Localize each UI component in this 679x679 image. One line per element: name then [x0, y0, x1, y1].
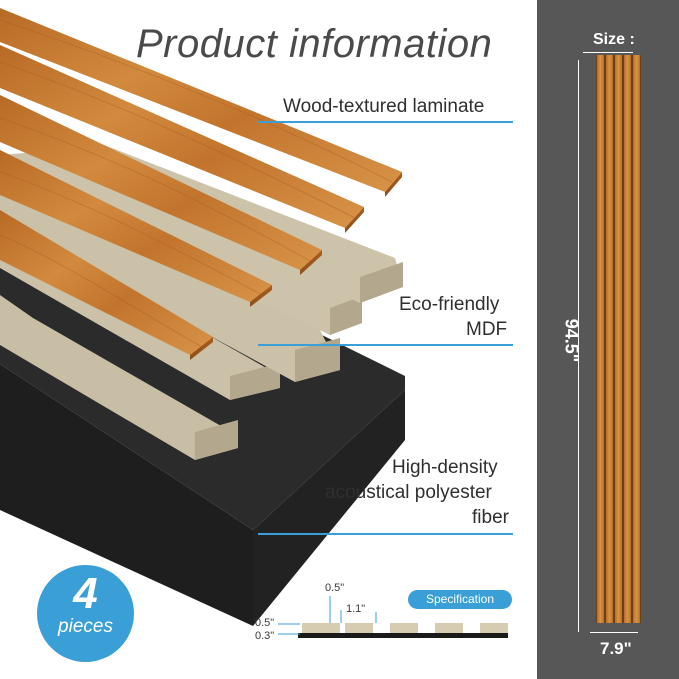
width-label: 7.9"	[600, 639, 632, 658]
size-panel	[537, 0, 679, 679]
mdf-label-line1: Eco-friendly	[399, 294, 500, 315]
wood-strip	[0, 210, 213, 360]
pieces-badge: 4 pieces	[37, 565, 134, 662]
slat-width-dim: 0.5"	[325, 582, 345, 594]
size-title: Size :	[593, 31, 635, 48]
fiber-label-line1: High-density	[392, 457, 498, 478]
mdf-slat	[0, 185, 340, 382]
fiber-label-line2: acoustical polyester	[325, 482, 492, 503]
wood-strip	[0, 150, 272, 307]
wood-strip	[0, 45, 364, 233]
width-dimension-line	[590, 632, 638, 633]
height-dimension-line	[578, 60, 579, 632]
height-label: 94.5"	[561, 318, 582, 363]
pieces-count: 4	[73, 569, 98, 618]
fiber-leader-line	[258, 533, 513, 535]
laminate-label: Wood-textured laminate	[283, 96, 485, 117]
specification-pill: Specification	[408, 590, 512, 609]
fiber-label-line3: fiber	[472, 507, 509, 528]
mdf-label-line2: MDF	[466, 319, 508, 340]
wood-laminate-strips	[0, 8, 402, 360]
mdf-leader-line	[258, 344, 513, 346]
wood-strip	[0, 95, 322, 275]
felt-depth-dim: 0.3"	[255, 630, 275, 642]
spec-cross-section	[278, 596, 508, 638]
mdf-slat	[0, 295, 238, 460]
slat-depth-dim: 0.5"	[255, 617, 275, 629]
laminate-leader-line	[258, 121, 513, 123]
top-dimension-line	[583, 52, 633, 53]
pieces-word: pieces	[58, 616, 113, 637]
wood-strip	[0, 8, 402, 197]
page-title: Product information	[136, 22, 493, 66]
gap-dim: 1.1"	[346, 603, 366, 615]
